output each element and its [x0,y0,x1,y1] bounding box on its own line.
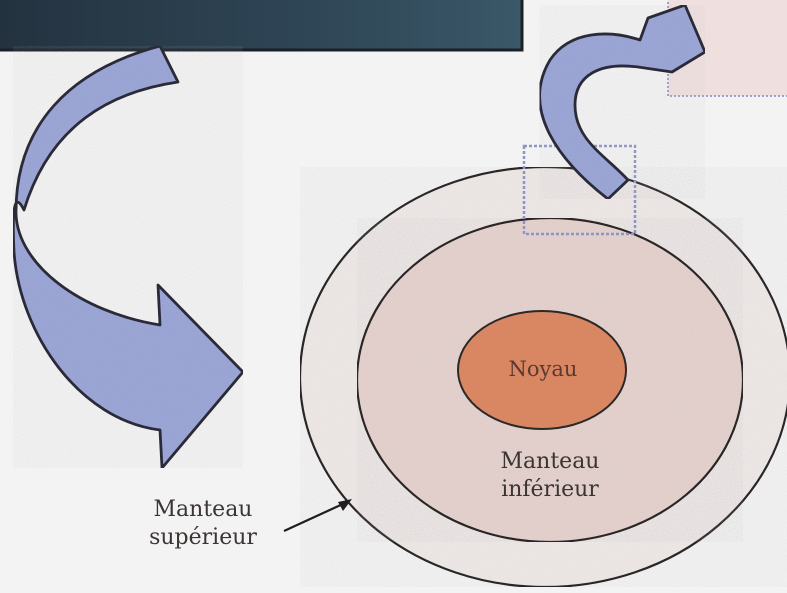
lower-mantle-label: Manteau inférieur [500,449,600,502]
upper-mantle-label: Manteau supérieur [149,497,257,550]
upper-mantle-pointer [283,499,352,532]
upper-right-curved-arrow [538,3,707,201]
core-label: Noyau [508,357,578,381]
left-curved-arrow [11,44,245,470]
title-bar [0,0,524,52]
core [457,310,627,430]
